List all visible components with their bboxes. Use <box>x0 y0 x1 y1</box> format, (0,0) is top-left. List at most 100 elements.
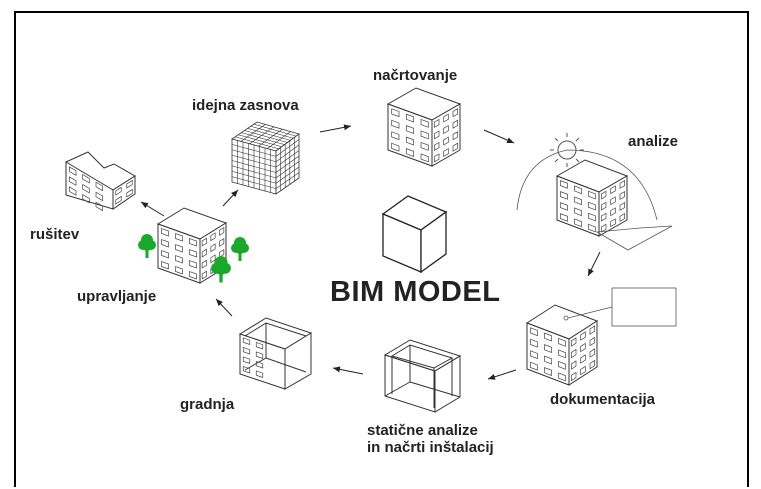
window <box>588 201 596 211</box>
document-callout <box>563 287 677 327</box>
window <box>443 113 449 123</box>
tree-icon <box>231 237 249 261</box>
window <box>452 119 459 129</box>
window <box>161 239 169 248</box>
label-dokumentacija: dokumentacija <box>550 391 656 408</box>
window <box>219 227 225 236</box>
window <box>95 181 104 192</box>
window <box>201 237 207 247</box>
window <box>570 371 577 382</box>
window <box>619 180 626 189</box>
window <box>580 342 586 353</box>
window <box>242 365 251 374</box>
window <box>420 141 429 151</box>
window <box>405 148 415 157</box>
demolished-building <box>65 151 136 210</box>
window <box>600 223 607 233</box>
window <box>242 356 251 364</box>
window <box>588 190 596 200</box>
window <box>560 202 568 211</box>
window <box>189 260 197 269</box>
window <box>610 196 616 206</box>
window <box>570 348 577 359</box>
window <box>544 355 552 365</box>
label-rusitev: rušitev <box>30 226 80 243</box>
window <box>530 338 538 348</box>
window <box>189 271 197 280</box>
window <box>589 348 596 358</box>
window <box>610 218 616 228</box>
window <box>558 360 566 370</box>
window <box>574 196 582 206</box>
window <box>201 259 207 269</box>
arrow-to-gradnja <box>332 366 364 375</box>
window <box>580 365 586 376</box>
management-building <box>156 207 228 284</box>
window <box>175 255 183 264</box>
bim-model-title: BIM MODEL <box>330 276 501 308</box>
window <box>420 118 429 128</box>
window <box>589 325 596 335</box>
label-nacrtovanje: načrtovanje <box>373 67 458 84</box>
arrow-to-rusitev <box>140 201 165 217</box>
window <box>588 223 596 233</box>
window <box>443 136 449 146</box>
label-staticne-line2: in načrti inštalacij <box>367 439 494 456</box>
window <box>452 131 459 141</box>
label-idejna-zasnova: idejna zasnova <box>192 97 299 114</box>
window <box>420 130 429 140</box>
window <box>68 186 77 196</box>
window <box>560 213 568 222</box>
planning-building <box>386 87 462 167</box>
window <box>175 244 183 253</box>
window <box>219 249 225 258</box>
window <box>68 176 77 186</box>
tree-icon <box>211 256 231 283</box>
window <box>210 232 216 242</box>
window <box>175 266 183 275</box>
window <box>189 249 197 258</box>
window <box>405 125 415 134</box>
window <box>433 153 440 163</box>
window <box>405 136 415 146</box>
window <box>600 190 607 200</box>
window <box>619 191 626 200</box>
label-upravljanje: upravljanje <box>77 288 157 305</box>
window <box>574 185 582 195</box>
documentation-building <box>525 304 599 386</box>
construction-open-cube <box>238 317 313 390</box>
window <box>600 201 607 211</box>
label-staticne-line1: statične analize <box>367 422 478 439</box>
window <box>574 207 582 217</box>
window <box>610 207 616 217</box>
window <box>391 108 400 118</box>
window <box>560 191 568 200</box>
shadow-plane <box>595 225 673 251</box>
window <box>433 118 440 128</box>
window <box>610 185 616 195</box>
window <box>115 195 122 205</box>
window <box>219 238 225 247</box>
window <box>558 349 566 359</box>
window <box>570 360 577 370</box>
tree-icon <box>138 234 156 258</box>
concept-grid-cube <box>231 121 300 195</box>
window <box>175 233 183 242</box>
window <box>242 346 251 355</box>
window <box>580 354 586 364</box>
window <box>589 359 596 370</box>
central-cube <box>381 195 448 274</box>
arrow-to-staticne <box>487 369 517 380</box>
window <box>201 248 207 258</box>
window <box>68 166 77 176</box>
window <box>391 142 400 152</box>
trees <box>138 234 249 283</box>
window <box>570 337 577 347</box>
window <box>255 351 264 359</box>
window <box>443 148 449 158</box>
window <box>574 218 582 228</box>
window <box>189 238 197 247</box>
window <box>161 228 169 237</box>
window <box>619 202 626 211</box>
